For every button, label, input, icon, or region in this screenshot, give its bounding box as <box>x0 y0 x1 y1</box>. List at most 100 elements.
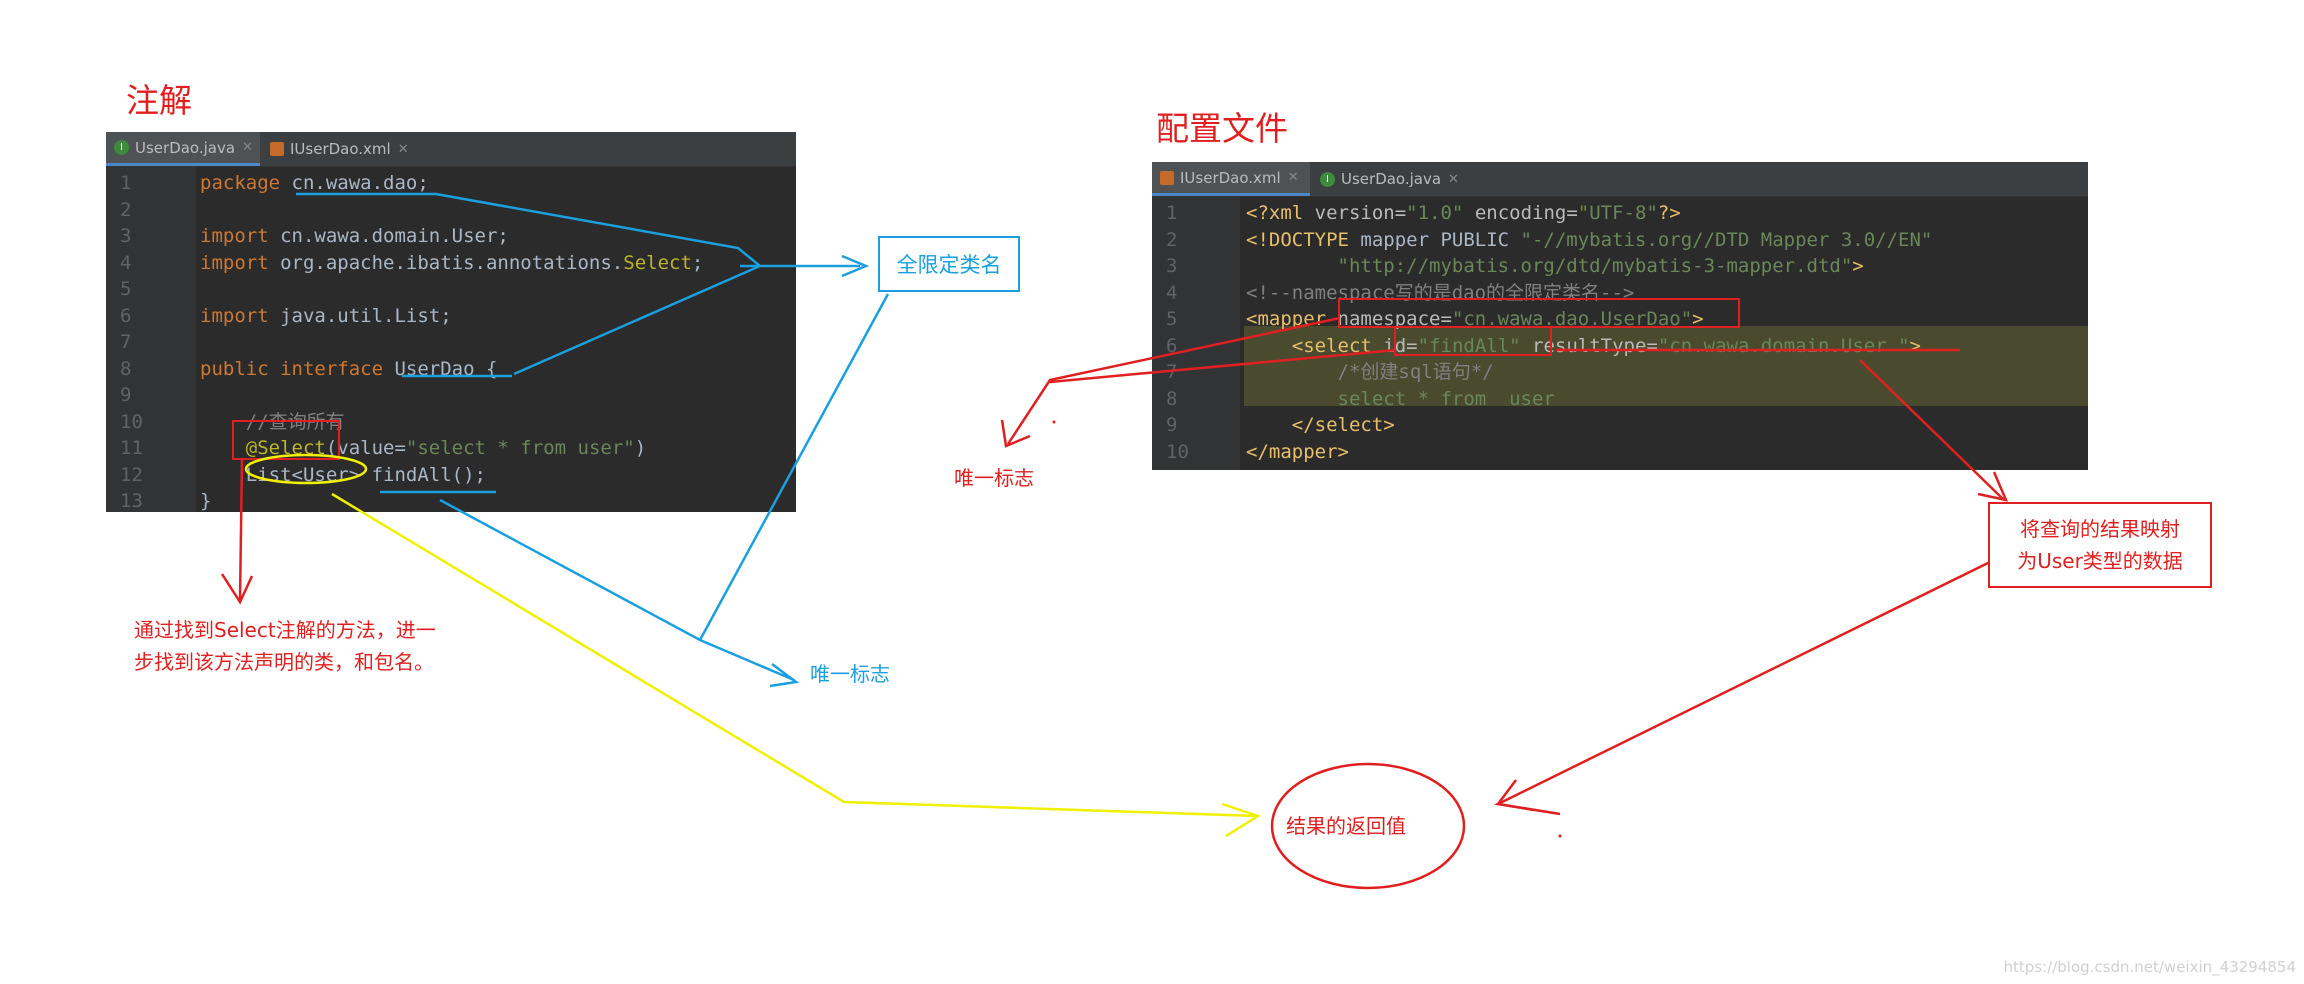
line-number-gutter <box>106 166 196 512</box>
red-arrowhead-down <box>220 573 254 605</box>
line-number: 11 <box>120 437 143 459</box>
code-line[interactable]: 8 select * from user <box>1152 386 2088 413</box>
code-line[interactable]: 3 import cn.wawa.domain.User; <box>106 223 796 250</box>
code-line[interactable]: 8 public interface UserDao { <box>106 356 796 383</box>
code-line[interactable]: 2<!DOCTYPE mapper PUBLIC "-//mybatis.org… <box>1152 227 2088 254</box>
line-number: 7 <box>1166 361 1178 383</box>
code-line[interactable]: 9 </select> <box>1152 412 2088 439</box>
tab-label: UserDao.java <box>135 138 236 157</box>
line-number: 4 <box>120 251 132 274</box>
code-line[interactable]: 11 @Select(value="select * from user") <box>106 435 796 462</box>
tab-label: IUserDao.xml <box>1180 168 1281 187</box>
code-line[interactable]: 7 <box>106 329 796 356</box>
tab-userdao-java[interactable]: I UserDao.java ✕ <box>106 132 260 166</box>
code-text: </select> <box>1291 414 1395 436</box>
code-text: public interface UserDao { <box>200 357 498 380</box>
blue-arrowhead-label <box>841 254 870 278</box>
find-method-note: 通过找到Select注解的方法，进一 步找到该方法声明的类，和包名。 <box>134 618 436 674</box>
close-icon[interactable]: ✕ <box>397 141 409 157</box>
tab-label: IUserDao.xml <box>290 140 391 158</box>
code-text: import java.util.List; <box>200 304 452 327</box>
unique-id-label-red: 唯一标志 <box>954 466 1034 490</box>
code-line[interactable]: 12 List<User> findAll(); <box>106 462 796 489</box>
code-line[interactable]: 6 <select id="findAll" resultType="cn.wa… <box>1152 333 2088 360</box>
line-number: 8 <box>120 357 132 380</box>
java-interface-icon: I <box>1320 171 1335 187</box>
code-text: select * from user <box>1337 387 1555 410</box>
line-number: 8 <box>1166 387 1178 410</box>
code-line[interactable]: 4 import org.apache.ibatis.annotations.Se… <box>106 250 796 277</box>
code-text: import cn.wawa.domain.User; <box>200 225 509 247</box>
editor-tab-bar: I UserDao.java ✕ IUserDao.xml ✕ <box>106 132 796 167</box>
blue-arrowhead-unique <box>769 663 800 688</box>
red-dot <box>1558 834 1562 838</box>
code-text: } <box>200 490 212 512</box>
line-number: 9 <box>120 384 132 406</box>
red-arrowhead-return <box>1495 779 1535 812</box>
line-number: 5 <box>1166 308 1178 330</box>
xml-file-icon <box>270 142 284 156</box>
close-icon[interactable]: ✕ <box>1448 171 1459 187</box>
line-number: 10 <box>1166 440 1189 463</box>
line-number: 2 <box>120 198 132 221</box>
line-number: 12 <box>120 463 143 486</box>
line-number: 2 <box>1166 228 1178 251</box>
tab-iuserdao-xml[interactable]: IUserDao.xml ✕ <box>262 132 422 166</box>
tab-label: UserDao.java <box>1341 170 1442 188</box>
line-number: 7 <box>120 331 132 353</box>
line-number: 6 <box>1166 334 1178 357</box>
close-icon[interactable]: ✕ <box>242 140 253 155</box>
code-text: "http://mybatis.org/dtd/mybatis-3-mapper… <box>1337 255 1864 277</box>
line-number: 4 <box>1166 281 1178 304</box>
code-text: /*创建sql语句*/ <box>1337 361 1494 383</box>
code-line[interactable]: 6 import java.util.List; <box>106 303 796 330</box>
code-line[interactable]: 1 package cn.wawa.dao; <box>106 170 796 197</box>
tab-userdao-java[interactable]: I UserDao.java ✕ <box>1312 162 1462 196</box>
red-arrowhead-unique <box>1000 419 1031 448</box>
java-interface-icon: I <box>114 140 129 155</box>
line-number: 13 <box>120 490 143 512</box>
unique-id-label-blue: 唯一标志 <box>810 662 890 686</box>
line-number: 6 <box>120 304 132 327</box>
red-dot <box>1052 420 1056 424</box>
line-number: 10 <box>120 410 143 433</box>
mapping-note-text: 将查询的结果映射 为User类型的数据 <box>2017 517 2183 573</box>
code-text: import org.apache.ibatis.annotations.Sel… <box>200 251 704 274</box>
config-section-title: 配置文件 <box>1156 109 1288 148</box>
red-arrowhead-mapping <box>1977 471 2009 502</box>
java-code-editor: I UserDao.java ✕ IUserDao.xml ✕ 1 package… <box>106 132 796 512</box>
xml-file-icon <box>1160 170 1174 185</box>
mapping-note-label: 将查询的结果映射 为User类型的数据 <box>1988 502 2212 588</box>
full-class-name-label: 全限定类名 <box>878 236 1020 292</box>
watermark: https://blog.csdn.net/weixin_43294854 <box>2003 958 2296 976</box>
tab-iuserdao-xml[interactable]: IUserDao.xml ✕ <box>1152 162 1310 196</box>
code-text: package cn.wawa.dao; <box>200 172 429 194</box>
line-number: 5 <box>120 278 132 300</box>
code-line[interactable]: 7 /*创建sql语句*/ <box>1152 359 2088 386</box>
code-line[interactable]: 5 <box>106 276 796 303</box>
line-number: 3 <box>120 225 132 247</box>
code-line[interactable]: 13} <box>106 488 796 512</box>
editor-tab-bar: IUserDao.xml ✕ I UserDao.java ✕ <box>1152 162 2088 197</box>
code-line[interactable]: 3 "http://mybatis.org/dtd/mybatis-3-mapp… <box>1152 253 2088 280</box>
mapping-to-return-line <box>1493 560 1991 816</box>
namespace-highlight <box>1338 298 1740 328</box>
close-icon[interactable]: ✕ <box>1287 170 1299 185</box>
code-line[interactable]: 9 <box>106 382 796 409</box>
code-text: List<User> findAll(); <box>200 463 486 486</box>
line-number: 3 <box>1166 255 1178 277</box>
return-value-label: 结果的返回值 <box>1286 814 1406 838</box>
line-number: 1 <box>120 172 132 194</box>
yellow-arrowhead <box>1221 802 1261 838</box>
code-line[interactable]: 1<?xml version="1.0" encoding="UTF-8"?> <box>1152 200 2088 227</box>
code-line[interactable]: 2 <box>106 197 796 224</box>
id-findall-highlight <box>1394 326 1552 356</box>
code-line[interactable]: 10 </mapper> <box>1152 439 2088 466</box>
line-number: 1 <box>1166 202 1178 224</box>
code-text: </mapper> <box>1246 440 1349 463</box>
select-annotation-highlight <box>232 420 340 460</box>
code-line[interactable]: 10 //查询所有 <box>106 409 796 436</box>
annotation-section-title: 注解 <box>126 81 192 120</box>
findall-to-unique-line <box>439 498 795 682</box>
return-type-line <box>331 492 1257 818</box>
